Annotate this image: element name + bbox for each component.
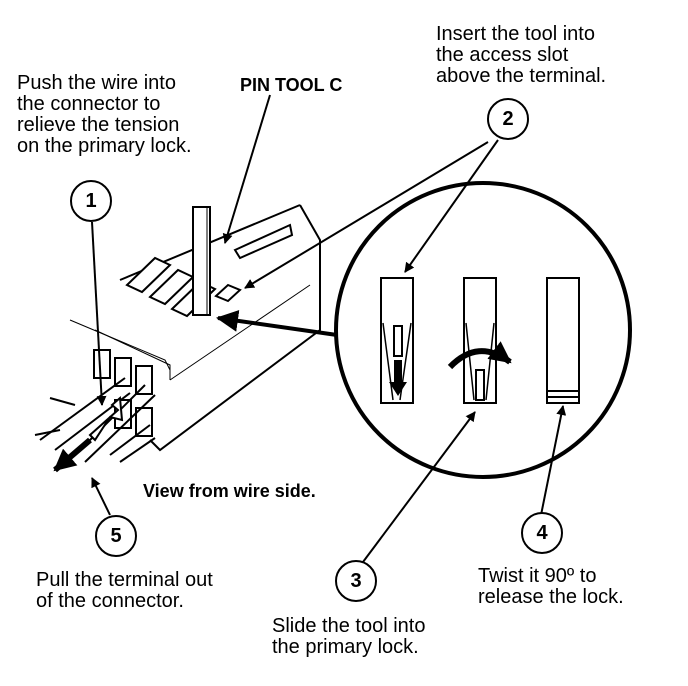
callout-4: 4 xyxy=(521,512,563,554)
callout-2: 2 xyxy=(487,98,529,140)
step-5-line-1: Pull the terminal out xyxy=(36,569,213,591)
step-4-line-2: release the lock. xyxy=(478,586,624,608)
step-1-line-2: the connector to xyxy=(17,93,161,115)
terminal-detail-twist xyxy=(463,277,497,404)
access-slots xyxy=(125,256,242,318)
pin-tool xyxy=(192,206,211,316)
step-4-line-1: Twist it 90º to xyxy=(478,565,597,587)
step-1-line-1: Push the wire into xyxy=(17,72,176,94)
step-2-line-2: the access slot xyxy=(436,44,569,66)
step-2-line-1: Insert the tool into xyxy=(436,23,595,45)
step-1-line-4: on the primary lock. xyxy=(17,135,192,157)
view-label: View from wire side. xyxy=(143,481,316,501)
step-1-line-3: relieve the tension xyxy=(17,114,180,136)
step-3-line-2: the primary lock. xyxy=(272,636,419,658)
callout-5: 5 xyxy=(95,515,137,557)
detail-magnifier-circle xyxy=(334,181,632,479)
pull-arrow xyxy=(53,437,92,473)
step-3-line-1: Slide the tool into xyxy=(272,615,426,637)
leader-lines xyxy=(91,94,567,571)
step-3-text: Slide the tool into the primary lock. xyxy=(272,616,425,658)
twist-arrow xyxy=(447,341,512,370)
push-arrow xyxy=(88,395,124,442)
step-2-text: Insert the tool into the access slot abo… xyxy=(436,24,606,87)
step-2-line-3: above the terminal. xyxy=(436,65,607,87)
step-5-line-2: of the connector. xyxy=(36,590,184,612)
callout-3: 3 xyxy=(335,560,377,602)
callout-1: 1 xyxy=(70,180,112,222)
terminal-detail-insert xyxy=(380,277,414,404)
step-4-text: Twist it 90º to release the lock. xyxy=(478,566,624,608)
pin-tool-label: PIN TOOL C xyxy=(240,75,343,95)
step-5-text: Pull the terminal out of the connector. xyxy=(36,570,213,612)
terminal-detail-released xyxy=(546,277,580,404)
step-1-text: Push the wire into the connector to reli… xyxy=(17,73,192,157)
